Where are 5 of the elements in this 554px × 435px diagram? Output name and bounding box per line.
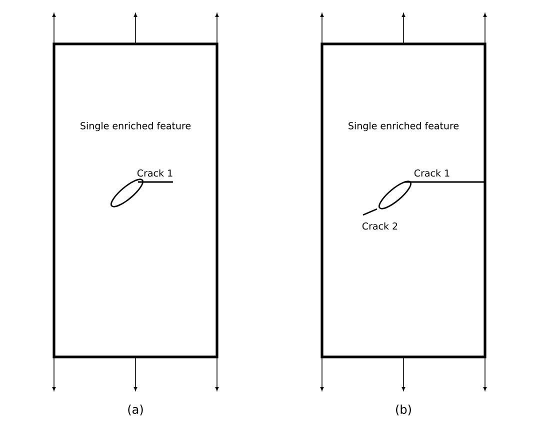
crack-label: Crack 1 — [137, 169, 172, 177]
crack-label: Crack 1 — [414, 169, 450, 177]
panel-caption: (a) — [128, 404, 143, 416]
crack-label: Crack 2 — [362, 222, 398, 230]
panel-caption: (b) — [396, 404, 411, 416]
